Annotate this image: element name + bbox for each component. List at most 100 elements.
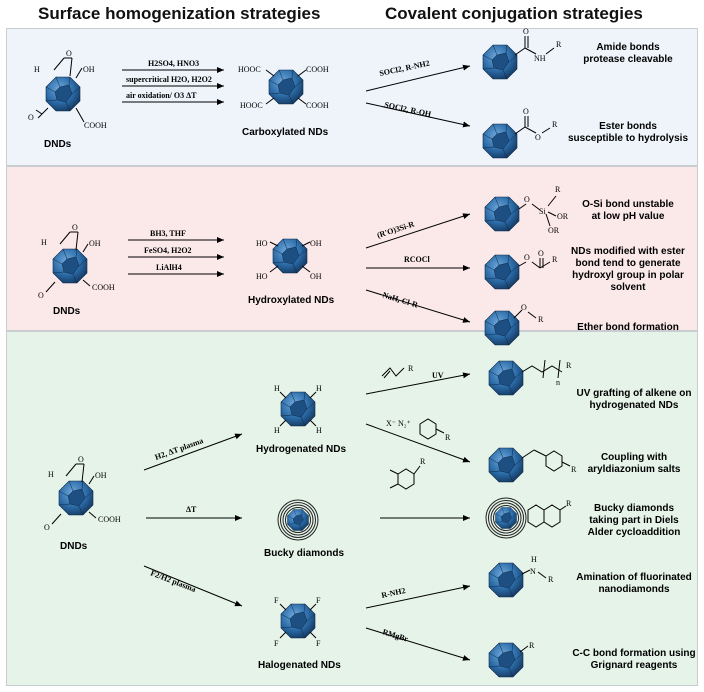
atom-label: COOH — [306, 65, 329, 74]
reaction-description: at low pH value — [592, 211, 665, 222]
bucky-diamond — [278, 500, 318, 540]
panel2-reaction-ester: RCOCl O O R NDs modified with ester bond… — [366, 246, 685, 293]
atom-label: O — [523, 27, 529, 36]
atom-label: H — [531, 555, 537, 564]
panel2-reaction-ether: NaH, Cl-R O R Ether bond formation — [365, 289, 679, 346]
atom-label: R — [556, 40, 562, 49]
panel-surface-carboxylation — [6, 28, 698, 166]
reaction-description: solvent — [610, 282, 646, 293]
atom-label: H — [316, 426, 322, 435]
reaction-description: bond tend to generate — [576, 258, 681, 269]
reaction-description: nanodiamonds — [598, 584, 670, 595]
atom-label: H — [41, 238, 47, 247]
reagent-label: RMgBr — [381, 627, 409, 643]
nanodiamond-particle — [272, 238, 308, 274]
atom-label: COOH — [84, 121, 107, 130]
panel3-route-halogenation: F2/H2 plasma F F F F Halogenated NDs — [143, 565, 341, 671]
reaction-description: Ester bonds — [599, 121, 657, 132]
panel3-reaction-uv-alkene: R UV n R UV grafting of alkene on hydrog… — [365, 359, 692, 411]
nanodiamond-particle — [45, 76, 81, 112]
panel1-reaction-ester: SOCl2, R-OH O O R Ester bonds susceptibl… — [365, 100, 688, 159]
condition-label: H2SO4, HNO3 — [148, 59, 199, 68]
atom-label: R — [538, 315, 544, 324]
dnd-label: DNDs — [53, 306, 81, 317]
reaction-description: susceptible to hydrolysis — [568, 133, 688, 144]
panel1-reaction-amide: SOCl2, R-NH2 O NH R Amide bonds protease… — [365, 27, 673, 92]
condition-label: supercritical H2O, H2O2 — [126, 75, 212, 84]
atom-label: N — [530, 567, 536, 576]
nanodiamond-particle — [58, 480, 94, 516]
reaction-description: O-Si bond unstable — [582, 199, 674, 210]
atom-label: R — [552, 255, 558, 264]
reagent-label: NaH, Cl-R — [381, 290, 419, 309]
reaction-description: C-C bond formation using — [572, 648, 695, 659]
panel-surface-hydroxylation — [6, 166, 698, 331]
atom-label: O — [78, 455, 84, 464]
nanodiamond-particle — [482, 123, 518, 159]
condition-label: LiAlH4 — [156, 263, 182, 272]
panel3-reaction-grignard: RMgBr R C-C bond formation using Grignar… — [365, 627, 696, 678]
nanodiamond-particle — [488, 642, 524, 678]
atom-label: O — [521, 303, 527, 312]
atom-label: O — [538, 249, 544, 258]
atom-label: COOH — [98, 515, 121, 524]
panel3-dnd-start: H O OH COOH O DNDs — [44, 455, 121, 552]
reaction-description: UV grafting of alkene on — [576, 388, 691, 399]
nanodiamond-particle — [268, 69, 304, 105]
atom-label: OH — [89, 239, 101, 248]
atom-label: R — [408, 364, 414, 373]
atom-label: OR — [548, 226, 560, 235]
atom-label: R — [445, 433, 451, 442]
atom-label: OR — [557, 212, 569, 221]
atom-label: OH — [310, 239, 322, 248]
panel3-route-bucky: ΔT Bucky diamonds — [146, 500, 344, 559]
nanodiamond-particle — [52, 248, 88, 284]
atom-label: O — [524, 253, 530, 262]
nanodiamond-particle — [484, 196, 520, 232]
condition-label: air oxidation/ O3 ΔT — [126, 91, 197, 100]
reaction-description: Bucky diamonds — [594, 503, 674, 514]
atom-label: F — [274, 639, 279, 648]
reagent-label: SOCl2, R-NH2 — [379, 59, 431, 78]
atom-label: n — [556, 378, 560, 387]
panel3-route-hydrogenation: H2, ΔT plasma H H H H Hydrogenated NDs — [143, 384, 346, 471]
condition-label: H2, ΔT plasma — [154, 436, 205, 462]
panel1-carboxylated-product: HOOC COOH HOOC COOH Carboxylated NDs — [238, 65, 329, 138]
product-label: Hydroxylated NDs — [248, 295, 335, 306]
product-label: Bucky diamonds — [264, 548, 344, 559]
panel2-hydroxylated-product: HO OH HO OH Hydroxylated NDs — [248, 238, 335, 306]
atom-label: COOH — [306, 101, 329, 110]
atom-label: O — [28, 113, 34, 122]
atom-label: H — [48, 470, 54, 479]
reagent-label: R-NH2 — [381, 586, 407, 600]
atom-label: HO — [256, 239, 268, 248]
nanodiamond-particle — [280, 391, 316, 427]
atom-label: HO — [256, 272, 268, 281]
reagent-label: X⁻ N₂⁺ — [386, 419, 411, 428]
reaction-description: protease cleavable — [583, 54, 673, 65]
atom-label: HOOC — [240, 101, 263, 110]
panel1-dnd-start: H O OH COOH O DNDs — [28, 49, 107, 150]
reaction-description: aryldiazonium salts — [588, 464, 681, 475]
nanodiamond-particle — [482, 44, 518, 80]
atom-label: R — [529, 641, 535, 650]
atom-label: NH — [534, 54, 546, 63]
dnd-label: DNDs — [44, 139, 72, 150]
reagent-label: (R'O)3Si-R — [376, 219, 416, 240]
atom-label: R — [552, 120, 558, 129]
nanodiamond-particle — [488, 360, 524, 396]
left-header: Surface homogenization strategies — [38, 4, 321, 23]
atom-label: O — [44, 523, 50, 532]
atom-label: OH — [95, 471, 107, 480]
atom-label: HOOC — [238, 65, 261, 74]
condition-label: F2/H2 plasma — [149, 568, 197, 594]
reaction-description: Amination of fluorinated — [576, 572, 692, 583]
atom-label: R — [571, 465, 577, 474]
atom-label: H — [274, 384, 280, 393]
atom-label: F — [316, 639, 321, 648]
reaction-description: Grignard reagents — [591, 660, 678, 671]
atom-label: OH — [310, 272, 322, 281]
panel2-reaction-siloxane: (R'O)3Si-R O Si R OR OR O-Si bond unstab… — [365, 185, 674, 249]
reaction-description: Coupling with — [601, 452, 667, 463]
panel1-conditions: H2SO4, HNO3 supercritical H2O, H2O2 air … — [122, 59, 224, 105]
